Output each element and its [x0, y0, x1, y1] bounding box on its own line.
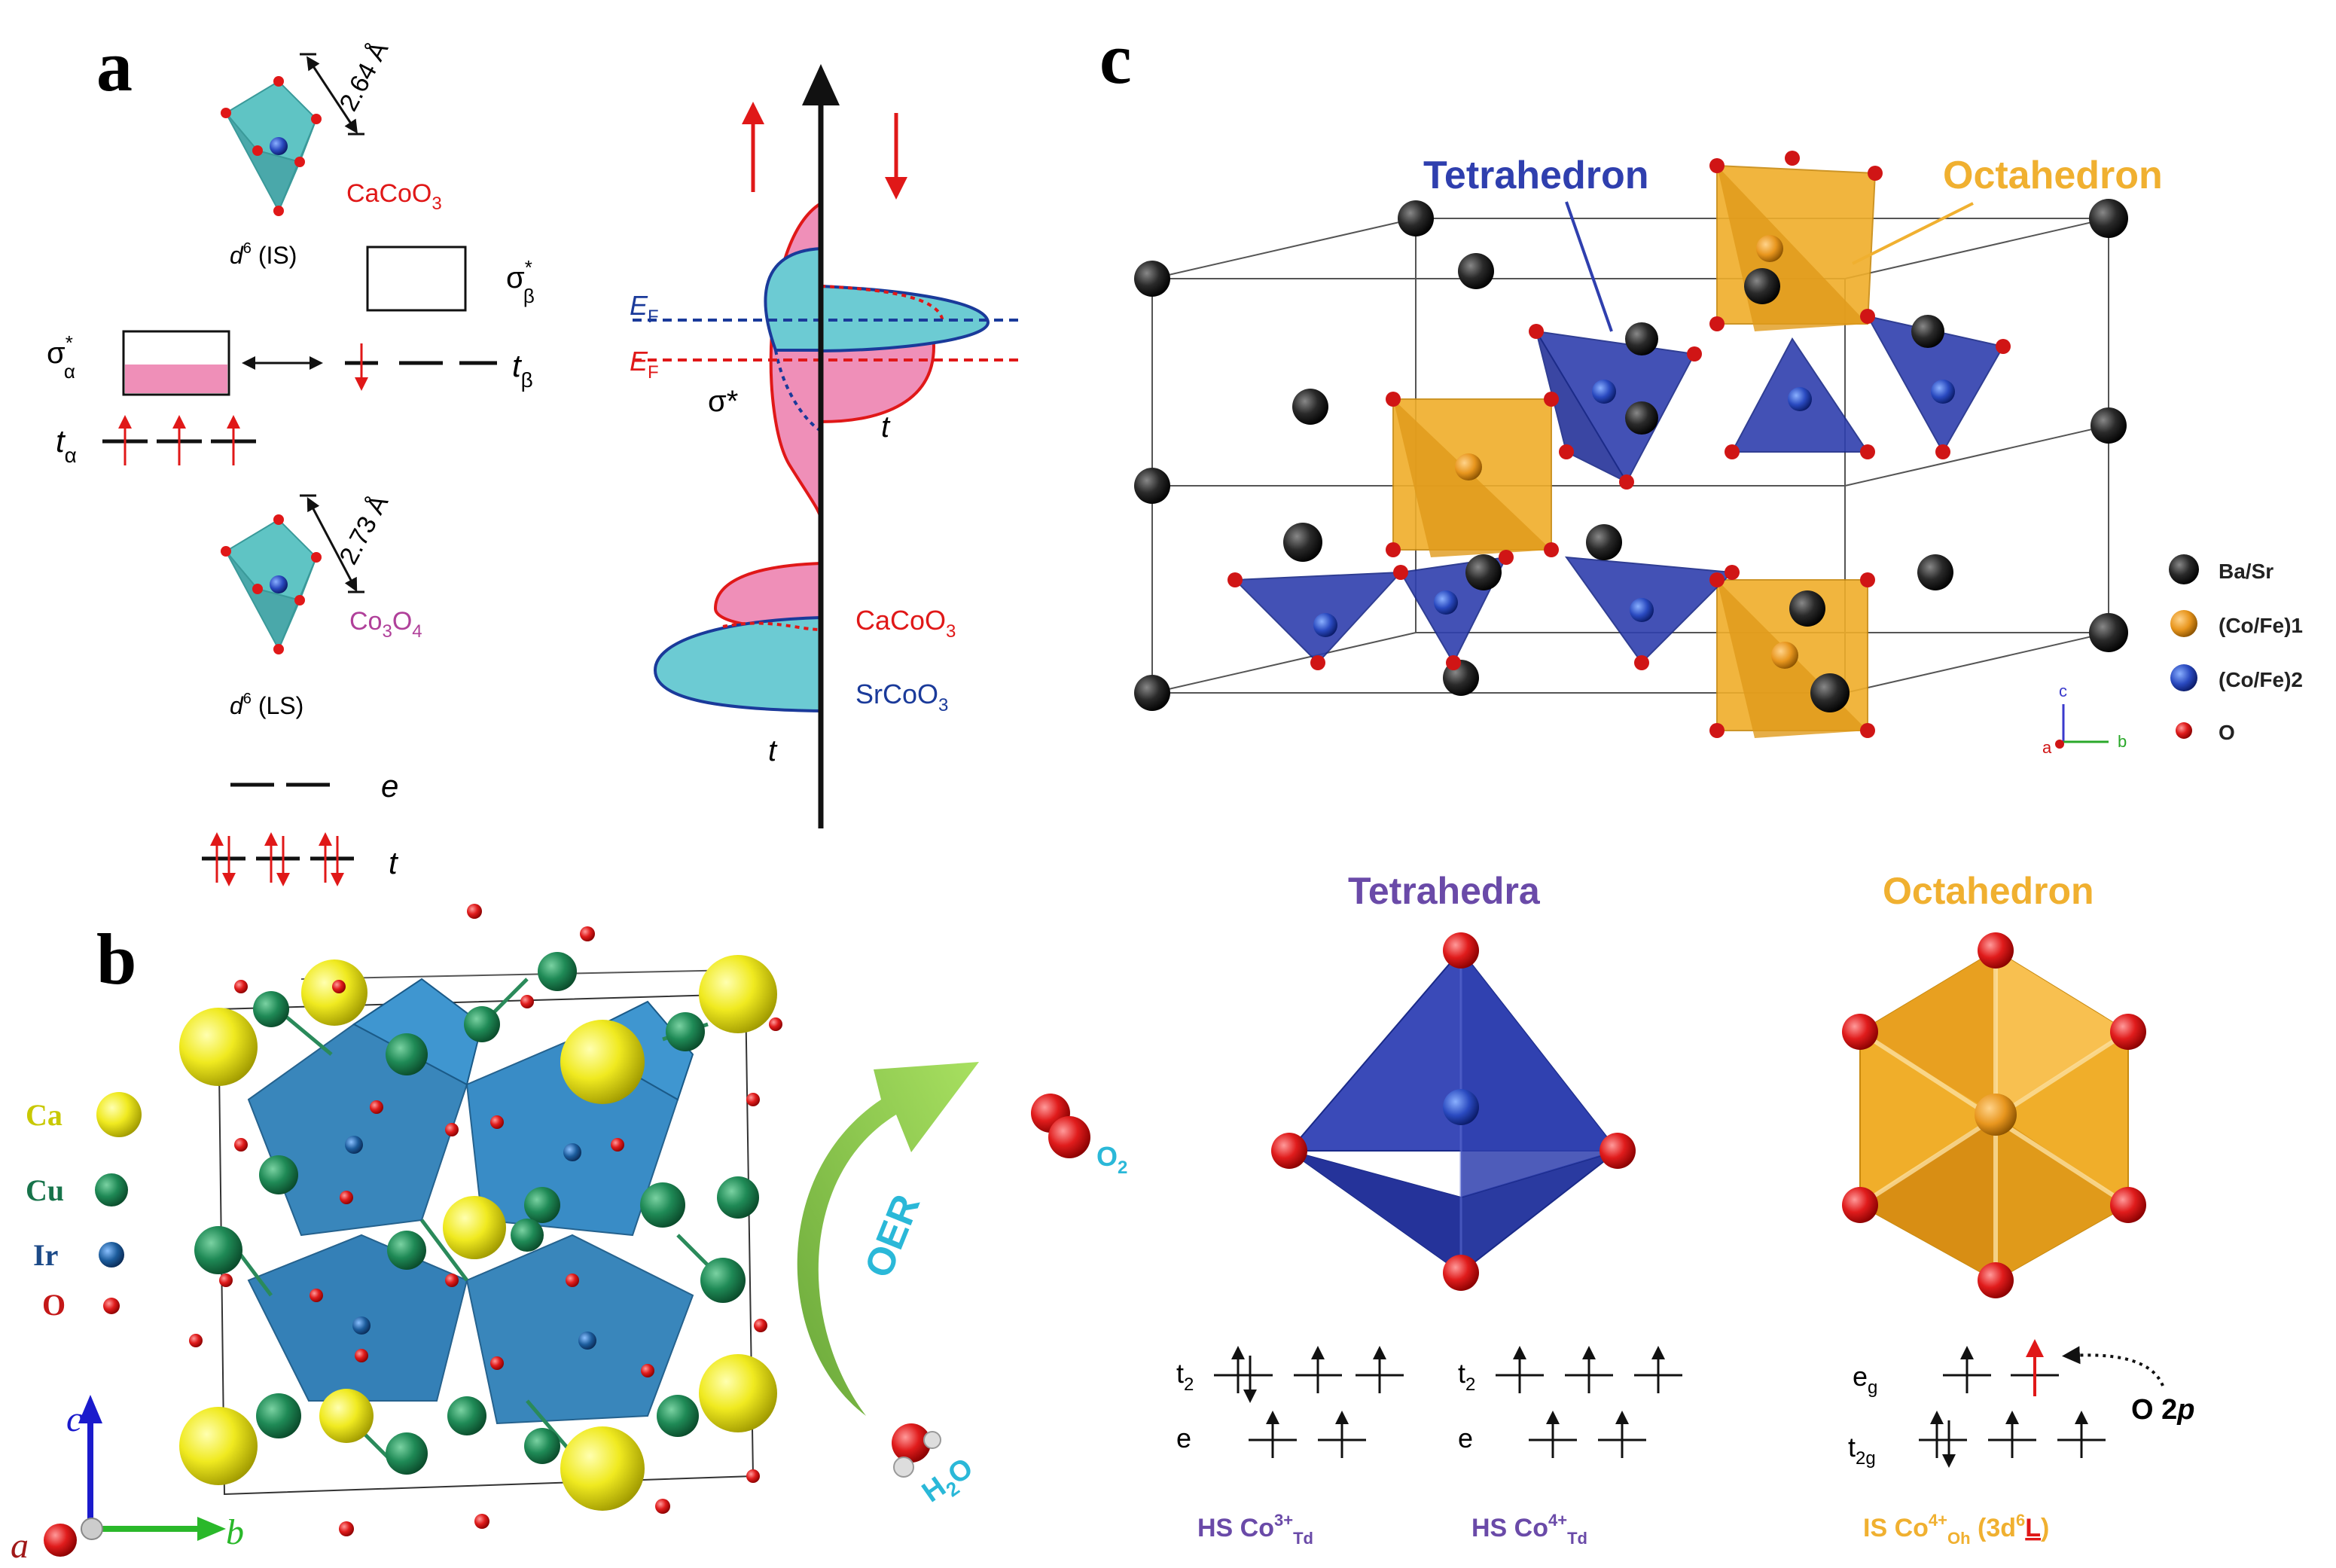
- oer-label: OER: [856, 1188, 929, 1283]
- sigma-star-dos-label: σ*: [708, 385, 738, 418]
- panel-a-letter: a: [96, 26, 133, 106]
- legend-cu-sphere: [95, 1173, 128, 1207]
- legend-o-label: O: [42, 1288, 66, 1322]
- hs-co4-levels: t2 e: [1458, 1346, 1682, 1458]
- panel-c-legend: Ba/Sr (Co/Fe)1 (Co/Fe)2 O: [2169, 554, 2303, 744]
- panel-c-axes: c a b: [2042, 682, 2127, 757]
- t-beta-levels: [345, 343, 497, 391]
- axis-a-small: a: [2042, 738, 2052, 757]
- octahedron-bottom: [221, 514, 322, 654]
- top-bond-length: 2.64 Å: [334, 37, 395, 116]
- axis-a-label: a: [11, 1526, 29, 1566]
- legend-cofe1-sphere: [2170, 610, 2197, 637]
- octahedron-title: Octahedron: [1883, 870, 2094, 912]
- panel-b-letter: b: [96, 919, 136, 999]
- octahedron-top: [221, 76, 322, 216]
- top-config-label: d6 (IS): [230, 240, 297, 269]
- t-alpha-label: tα: [56, 423, 77, 467]
- is-t2g-label: t2g: [1848, 1432, 1876, 1469]
- t-beta-label: tβ: [512, 348, 533, 392]
- legend-ca-label: Ca: [26, 1098, 63, 1132]
- legend-cacoo3: CaCoO3: [855, 605, 956, 642]
- sigma-beta-label: σ*β: [506, 256, 535, 307]
- panel-b-axes: c a b: [11, 1395, 244, 1566]
- legend-cofe1-label: (Co/Fe)1: [2219, 614, 2303, 637]
- legend-o-sphere-c: [2176, 722, 2192, 739]
- axis-c-label: c: [66, 1399, 82, 1439]
- hs3-t2-label: t2: [1176, 1358, 1194, 1395]
- octahedron-callout: Octahedron: [1943, 154, 2163, 197]
- top-compound-label: CaCoO3: [346, 179, 442, 214]
- bottom-config-label: d6 (LS): [230, 691, 303, 719]
- legend-cofe2-label: (Co/Fe)2: [2219, 668, 2303, 691]
- legend-ir-sphere: [99, 1242, 124, 1268]
- t-level-label: t: [389, 845, 399, 880]
- axis-b-small: b: [2118, 732, 2127, 751]
- t-dos-lower-label: t: [768, 734, 778, 767]
- h2o-label: H2O: [916, 1452, 982, 1513]
- hs4-t2-label: t2: [1458, 1358, 1475, 1395]
- large-tetrahedron: [1271, 932, 1636, 1291]
- legend-o-label-c: O: [2219, 721, 2235, 744]
- cacu3ir4o12-structure: [179, 904, 782, 1536]
- sigma-beta-box: [366, 246, 467, 312]
- bottom-bond-length: 2.73 Å: [334, 490, 395, 569]
- hs-co3-caption: HS Co3+Td: [1197, 1511, 1313, 1548]
- e-level-label: e: [381, 768, 398, 804]
- panel-c: c: [1099, 18, 2303, 1548]
- hs-co4-caption: HS Co4+Td: [1471, 1511, 1587, 1548]
- panel-c-atoms: [1134, 199, 2128, 712]
- o2p-label: O 2p: [2131, 1394, 2194, 1426]
- is-co4-caption: IS Co4+Oh (3d6L): [1863, 1511, 2049, 1548]
- legend-ca-sphere: [96, 1092, 142, 1137]
- ef-blue-label: EF: [630, 290, 659, 327]
- is-eg-label: eg: [1853, 1361, 1877, 1398]
- o2-molecule: O2: [1031, 1094, 1127, 1178]
- panel-b: b Ca Cu Ir O: [11, 904, 1127, 1566]
- tetrahedra-title: Tetrahedra: [1348, 870, 1541, 912]
- hs3-e-label: e: [1176, 1423, 1191, 1454]
- panel-a: a 2.64 Å CaCoO3 d6 (IS) σ*β σ*α: [47, 26, 1024, 886]
- legend-o-sphere: [103, 1298, 120, 1314]
- hs4-e-label: e: [1458, 1423, 1473, 1454]
- legend-ba-sr-label: Ba/Sr: [2219, 560, 2273, 583]
- dos-diagram: [633, 64, 1024, 828]
- tetrahedron-callout: Tetrahedron: [1423, 154, 1649, 197]
- legend-cu-label: Cu: [26, 1173, 64, 1207]
- panel-c-oxygens: [1227, 151, 2011, 738]
- panel-b-legend: Ca Cu Ir O: [26, 1092, 142, 1322]
- legend-ir-label: Ir: [33, 1238, 58, 1272]
- t-levels-paired: [202, 832, 354, 886]
- legend-srcoo3: SrCoO3: [855, 679, 948, 715]
- legend-cofe2-sphere: [2170, 664, 2197, 691]
- oer-arrow: OER: [797, 1062, 979, 1416]
- hs-co3-levels: t2 e: [1176, 1346, 1404, 1458]
- large-octahedron: [1842, 932, 2146, 1298]
- t-alpha-levels: [102, 415, 256, 465]
- o2-label: O2: [1096, 1141, 1127, 1178]
- sigma-alpha-label: σ*α: [47, 331, 75, 383]
- ef-red-label: EF: [630, 346, 659, 383]
- tetrahedra: [1233, 315, 2005, 665]
- h2o-molecule: H2O: [892, 1423, 982, 1513]
- is-co4-levels: eg O 2p t2g: [1848, 1339, 2194, 1469]
- bottom-compound-label: Co3O4: [349, 607, 422, 642]
- legend-ba-sr-sphere: [2169, 554, 2199, 584]
- axis-c-small: c: [2059, 682, 2067, 700]
- axis-b-label: b: [226, 1512, 244, 1552]
- panel-c-letter: c: [1099, 18, 1132, 99]
- t-dos-upper-label: t: [881, 410, 891, 444]
